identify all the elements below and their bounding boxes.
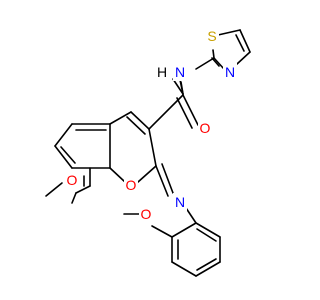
bond [148,128,157,167]
label-bg [173,193,187,211]
label-bg [124,176,138,194]
bond [54,145,73,169]
bond [212,49,215,59]
molecule-diagram: S N N H O O N O O [45,26,251,277]
bond [239,29,251,53]
bond [137,165,157,183]
bond [109,111,132,125]
bond [236,51,251,65]
bond [195,222,221,238]
label-bg [205,26,219,44]
bond [151,225,173,238]
bond [196,258,217,271]
bond [213,57,225,70]
bond [182,94,199,126]
imine-nitrogen-label: N [175,194,185,210]
bond [161,163,174,194]
bond [185,207,197,224]
methoxy-oxygen-left-label: O [67,172,78,188]
label-bg [139,205,153,223]
bond [60,146,76,164]
bond [45,182,63,197]
thiazole-nitrogen-label: N [225,64,235,80]
bond [109,167,126,183]
ring-oxygen-label: O [126,177,137,193]
atom-label-layer: S N N H O O N O O [65,26,237,223]
label-bg [155,63,169,81]
label-bg [173,63,187,81]
bond [171,222,197,238]
bond [126,116,146,135]
bond [148,94,184,130]
label-bg [198,118,212,136]
bond [171,261,197,277]
bond [75,185,91,194]
bond [195,57,215,70]
sulfur-label: S [207,28,216,44]
bond [180,81,184,95]
label-bg [223,63,237,81]
amide-nitrogen-label: N [175,64,185,80]
bond [195,261,221,277]
carbonyl-oxygen-label: O [200,120,211,136]
bond [130,111,150,130]
bond [196,228,217,242]
amide-hydrogen-label: H [157,64,167,80]
bond [217,29,241,36]
bond-layer [45,29,251,277]
structure-svg: S N N H O O N O O [45,26,251,277]
bond [235,34,245,52]
methoxy-oxygen-right-label: O [141,206,152,222]
bond [54,123,73,147]
bond [176,97,193,129]
label-bg [65,172,79,190]
bond [71,192,77,204]
bond [172,78,184,95]
bond [155,165,169,197]
